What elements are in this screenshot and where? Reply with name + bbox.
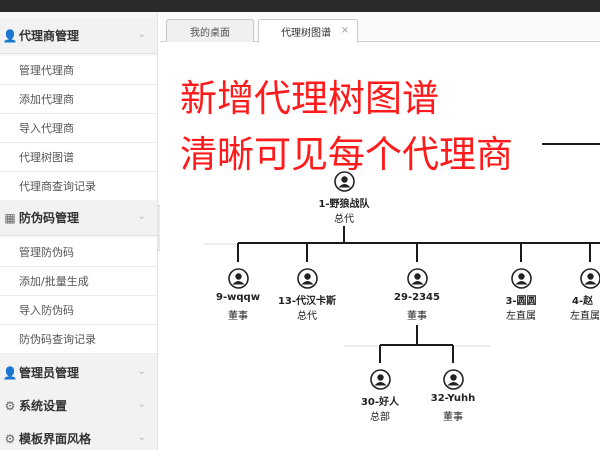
tab-label: 代理树图谱	[281, 28, 331, 39]
user-avatar-icon	[579, 268, 600, 289]
user-avatar-icon	[333, 171, 355, 192]
sidebar-section-label: 系统设置	[19, 399, 68, 413]
node-role: 总代	[334, 214, 354, 225]
sidebar-section-label: 防伪码管理	[19, 211, 80, 225]
sidebar-item-add-agent[interactable]: 添加代理商	[0, 85, 157, 114]
node-name: 4-赵	[572, 296, 594, 307]
sidebar-item-agent-tree[interactable]: 代理树图谱	[0, 143, 157, 172]
card-icon: ▦	[4, 210, 16, 225]
node-name: 13-代汉卡斯	[277, 296, 337, 307]
sidebar-section-template[interactable]: ⚙ 模板界面风格 ⌄	[0, 421, 157, 450]
chevron-down-icon: ⌄	[137, 399, 146, 410]
node-name: 30-好人	[360, 397, 400, 408]
chevron-down-icon: ⌄	[137, 432, 146, 443]
node-name: 1-野狼战队	[318, 199, 370, 210]
gear-icon: ⚙	[4, 431, 16, 446]
chevron-down-icon: ⌄	[137, 366, 146, 377]
sidebar-section-label: 模板界面风格	[19, 432, 92, 446]
tab-home[interactable]: 我的桌面	[166, 19, 254, 42]
chevron-down-icon: ⌄	[137, 211, 146, 222]
node-role: 董事	[228, 311, 248, 322]
node-name: 3-圆圆	[505, 296, 537, 307]
gear-icon: ⚙	[4, 398, 16, 413]
node-role: 总部	[370, 412, 390, 423]
user-icon: 👤	[2, 28, 18, 43]
user-avatar-icon	[369, 369, 391, 390]
node-role: 左直属	[570, 311, 600, 322]
sidebar-item-code-query-log[interactable]: 防伪码查询记录	[0, 325, 157, 354]
chevron-down-icon: ⌄	[137, 29, 146, 40]
node-name: 9-wqqw	[216, 292, 260, 303]
sidebar-item-agent-query-log[interactable]: 代理商查询记录	[0, 172, 157, 201]
sidebar-section-label: 代理商管理	[19, 29, 80, 43]
sidebar-section-settings[interactable]: ⚙ 系统设置 ⌄	[0, 388, 157, 424]
user-avatar-icon	[510, 268, 532, 289]
node-role: 总代	[297, 311, 317, 322]
overlay-title-line1: 新增代理树图谱	[180, 77, 439, 120]
node-role: 董事	[407, 311, 427, 322]
tab-agent-tree[interactable]: 代理树图谱 ×	[258, 19, 358, 43]
user-avatar-icon	[442, 369, 464, 390]
node-role: 左直属	[506, 311, 536, 322]
sidebar-item-batch-generate[interactable]: 添加/批量生成	[0, 267, 157, 296]
overlay-title-line2: 清晰可见每个代理商	[180, 133, 513, 176]
sidebar-item-import-code[interactable]: 导入防伪码	[0, 296, 157, 325]
tab-bar: 我的桌面 代理树图谱 ×	[160, 12, 600, 43]
sidebar-item-import-agent[interactable]: 导入代理商	[0, 114, 157, 143]
sidebar-item-manage-code[interactable]: 管理防伪码	[0, 238, 157, 267]
node-name: 29-2345	[394, 292, 440, 303]
node-role: 董事	[443, 412, 463, 423]
sidebar: 👤 代理商管理 ⌄ 管理代理商 添加代理商 导入代理商 代理树图谱 代理商查询记…	[0, 12, 158, 450]
close-icon[interactable]: ×	[340, 25, 349, 36]
sidebar-section-agent[interactable]: 👤 代理商管理 ⌄	[0, 18, 157, 54]
admin-icon: 👤	[2, 365, 18, 380]
sidebar-section-anticounterfeit[interactable]: ▦ 防伪码管理 ⌄	[0, 200, 157, 236]
user-avatar-icon	[227, 268, 249, 289]
sidebar-section-admin[interactable]: 👤 管理员管理 ⌄	[0, 355, 157, 391]
top-bar	[0, 0, 600, 12]
node-name: 32-Yuhh	[430, 393, 476, 404]
tab-label: 我的桌面	[190, 27, 230, 39]
sidebar-item-manage-agent[interactable]: 管理代理商	[0, 56, 157, 85]
sidebar-section-label: 管理员管理	[19, 366, 80, 380]
user-avatar-icon	[406, 268, 428, 289]
user-avatar-icon	[296, 268, 318, 289]
